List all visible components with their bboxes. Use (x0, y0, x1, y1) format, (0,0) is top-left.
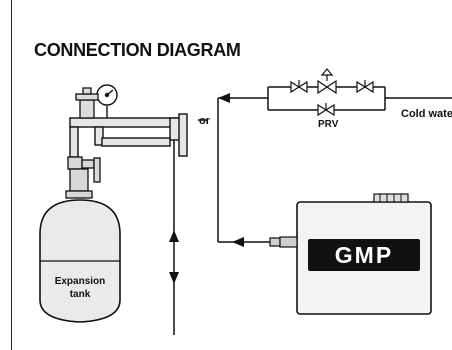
prv-valve-bypass (317, 103, 335, 117)
brand-logo-text: GMP (335, 242, 393, 268)
tank-label-line2: tank (70, 289, 91, 300)
manifold-assembly (69, 113, 188, 158)
inlet-connector-icon (269, 236, 298, 248)
frame-border (11, 0, 12, 350)
flow-arrow-up (169, 230, 179, 242)
pressure-gauge-icon (96, 84, 118, 118)
or-label: or (199, 115, 211, 127)
tank-valve-icon (65, 156, 101, 199)
isolation-valve-left (290, 80, 308, 94)
expansion-tank (39, 199, 121, 323)
safety-valve-icon (75, 87, 99, 119)
flow-arrow-to-unit (232, 237, 244, 247)
diagram-title: CONNECTION DIAGRAM (34, 40, 241, 60)
tank-label-line1: Expansion (55, 276, 106, 287)
alternative-feed-line (198, 98, 290, 243)
pressure-reducing-valve-top (317, 68, 337, 95)
brand-logo-box (308, 239, 420, 271)
isolation-valve-right (356, 80, 374, 94)
cold-water-label: Cold wate (401, 108, 452, 120)
flow-arrow-left (218, 93, 230, 103)
prv-label: PRV (318, 119, 339, 130)
flow-arrow-down (169, 272, 179, 284)
